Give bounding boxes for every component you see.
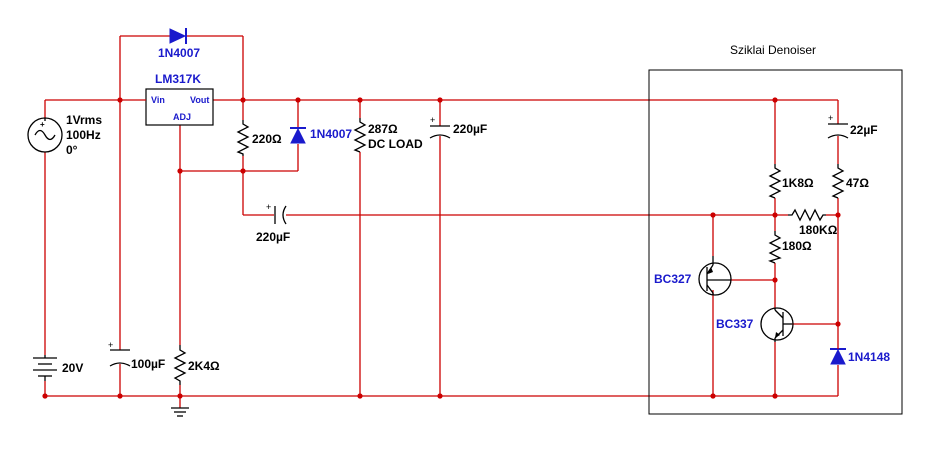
- battery-symbol[interactable]: [33, 355, 57, 381]
- capacitor-22uf-symbol[interactable]: +: [827, 113, 849, 139]
- capacitor-bulk-label: 220µF: [453, 122, 487, 136]
- wires: [44, 35, 839, 408]
- svg-text:+: +: [430, 115, 435, 125]
- transistor-bc327-label: BC327: [654, 272, 692, 286]
- regulator-pin-vin: Vin: [151, 95, 165, 105]
- resistor-1k8-label: 1K8Ω: [782, 176, 814, 190]
- resistor-180k-label: 180KΩ: [799, 223, 838, 237]
- capacitor-bulk-symbol[interactable]: +: [429, 115, 451, 139]
- resistor-load-note: DC LOAD: [368, 137, 423, 151]
- resistor-2k4-symbol[interactable]: [173, 345, 187, 385]
- regulator-pin-vout: Vout: [190, 95, 209, 105]
- junction-dots: [42, 97, 841, 399]
- capacitor-100uf-symbol[interactable]: +: [108, 340, 131, 367]
- svg-text:+: +: [266, 202, 271, 212]
- regulator-box[interactable]: [120, 88, 214, 126]
- diode-bottom-symbol[interactable]: [830, 345, 846, 365]
- capacitor-22uf-label: 22µF: [850, 123, 878, 137]
- source-frequency: 100Hz: [66, 128, 101, 142]
- ac-source-symbol[interactable]: +: [27, 117, 63, 153]
- source-amplitude: 1Vrms: [66, 113, 102, 127]
- transistor-bc337-symbol[interactable]: [760, 307, 794, 342]
- resistor-220-label: 220Ω: [252, 132, 282, 146]
- subcircuit-box: [648, 69, 903, 415]
- resistor-1k8-symbol[interactable]: [768, 164, 782, 199]
- resistor-load-symbol[interactable]: [353, 118, 367, 153]
- resistor-47-symbol[interactable]: [831, 164, 845, 199]
- regulator-name: LM317K: [155, 72, 201, 86]
- capacitor-100uf-label: 100µF: [131, 357, 165, 371]
- resistor-47-label: 47Ω: [846, 176, 869, 190]
- transistor-bc327-symbol[interactable]: [698, 256, 732, 296]
- resistor-180-label: 180Ω: [782, 239, 812, 253]
- transistor-bc337-label: BC337: [716, 317, 754, 331]
- diode-mid-label: 1N4007: [310, 127, 352, 141]
- svg-text:+: +: [108, 340, 113, 350]
- source-phase: 0°: [66, 143, 78, 157]
- diode-bottom-label: 1N4148: [848, 350, 890, 364]
- diode-top-symbol[interactable]: [169, 28, 187, 44]
- diode-top-label: 1N4007: [158, 46, 200, 60]
- subcircuit-title: Sziklai Denoiser: [730, 43, 816, 57]
- resistor-2k4-label: 2K4Ω: [188, 359, 220, 373]
- diode-mid-symbol[interactable]: [290, 127, 306, 144]
- svg-text:+: +: [40, 120, 45, 129]
- resistor-180k-symbol[interactable]: [788, 208, 826, 222]
- regulator-pin-adj: ADJ: [173, 112, 191, 122]
- resistor-180-symbol[interactable]: [768, 231, 782, 264]
- capacitor-coupling-label: 220µF: [256, 230, 290, 244]
- capacitor-coupling-symbol[interactable]: +: [266, 202, 287, 225]
- resistor-load-label: 287Ω: [368, 122, 398, 136]
- resistor-220-symbol[interactable]: [236, 120, 250, 156]
- battery-voltage: 20V: [62, 361, 83, 375]
- svg-text:+: +: [828, 113, 833, 123]
- ground-symbol: [171, 407, 189, 417]
